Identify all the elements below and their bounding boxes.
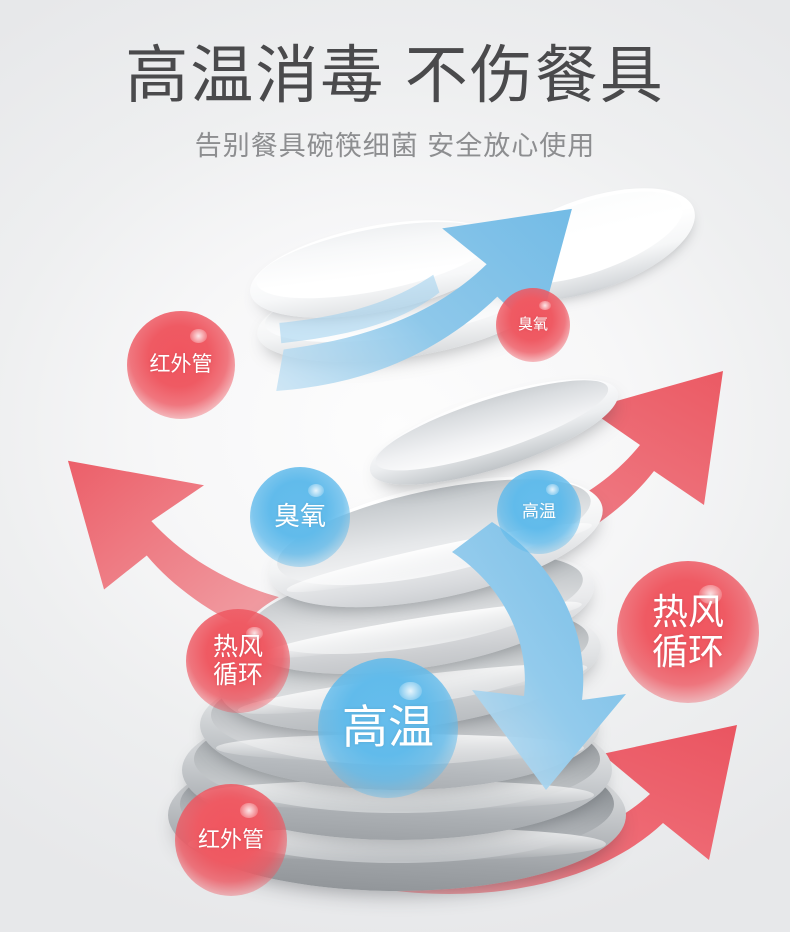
badge-label: 热风 循环	[651, 590, 724, 672]
badge-label: 红外管	[149, 353, 213, 377]
badge-infrared-tube-lower[interactable]: 红外管	[175, 784, 287, 896]
badge-high-temp-middle[interactable]: 高温	[497, 470, 581, 554]
badge-infrared-tube-upper[interactable]: 红外管	[127, 311, 235, 419]
badge-hot-air-right[interactable]: 热风 循环	[617, 561, 759, 703]
page-title: 高温消毒 不伤餐具	[125, 41, 665, 111]
badge-label: 臭氧	[517, 315, 548, 333]
page-subtitle: 告别餐具碗筷细菌 安全放心使用	[194, 131, 596, 162]
badge-label: 臭氧	[273, 501, 326, 532]
badge-label: 高温	[522, 502, 556, 522]
badge-ozone-upper[interactable]: 臭氧	[496, 288, 570, 362]
badge-ozone-middle[interactable]: 臭氧	[250, 467, 350, 567]
blue-arrow-down-right	[452, 522, 626, 790]
badge-high-temp-large[interactable]: 高温	[318, 658, 458, 798]
badge-label: 热风 循环	[212, 633, 263, 689]
badge-label: 高温	[342, 701, 434, 754]
badge-label: 红外管	[197, 826, 264, 852]
badge-hot-air-left[interactable]: 热风 循环	[186, 609, 290, 713]
red-arrow-up-right	[342, 371, 723, 584]
header: 高温消毒 不伤餐具 告别餐具碗筷细菌 安全放心使用	[0, 0, 790, 163]
blue-arrow-up-right	[276, 208, 572, 391]
